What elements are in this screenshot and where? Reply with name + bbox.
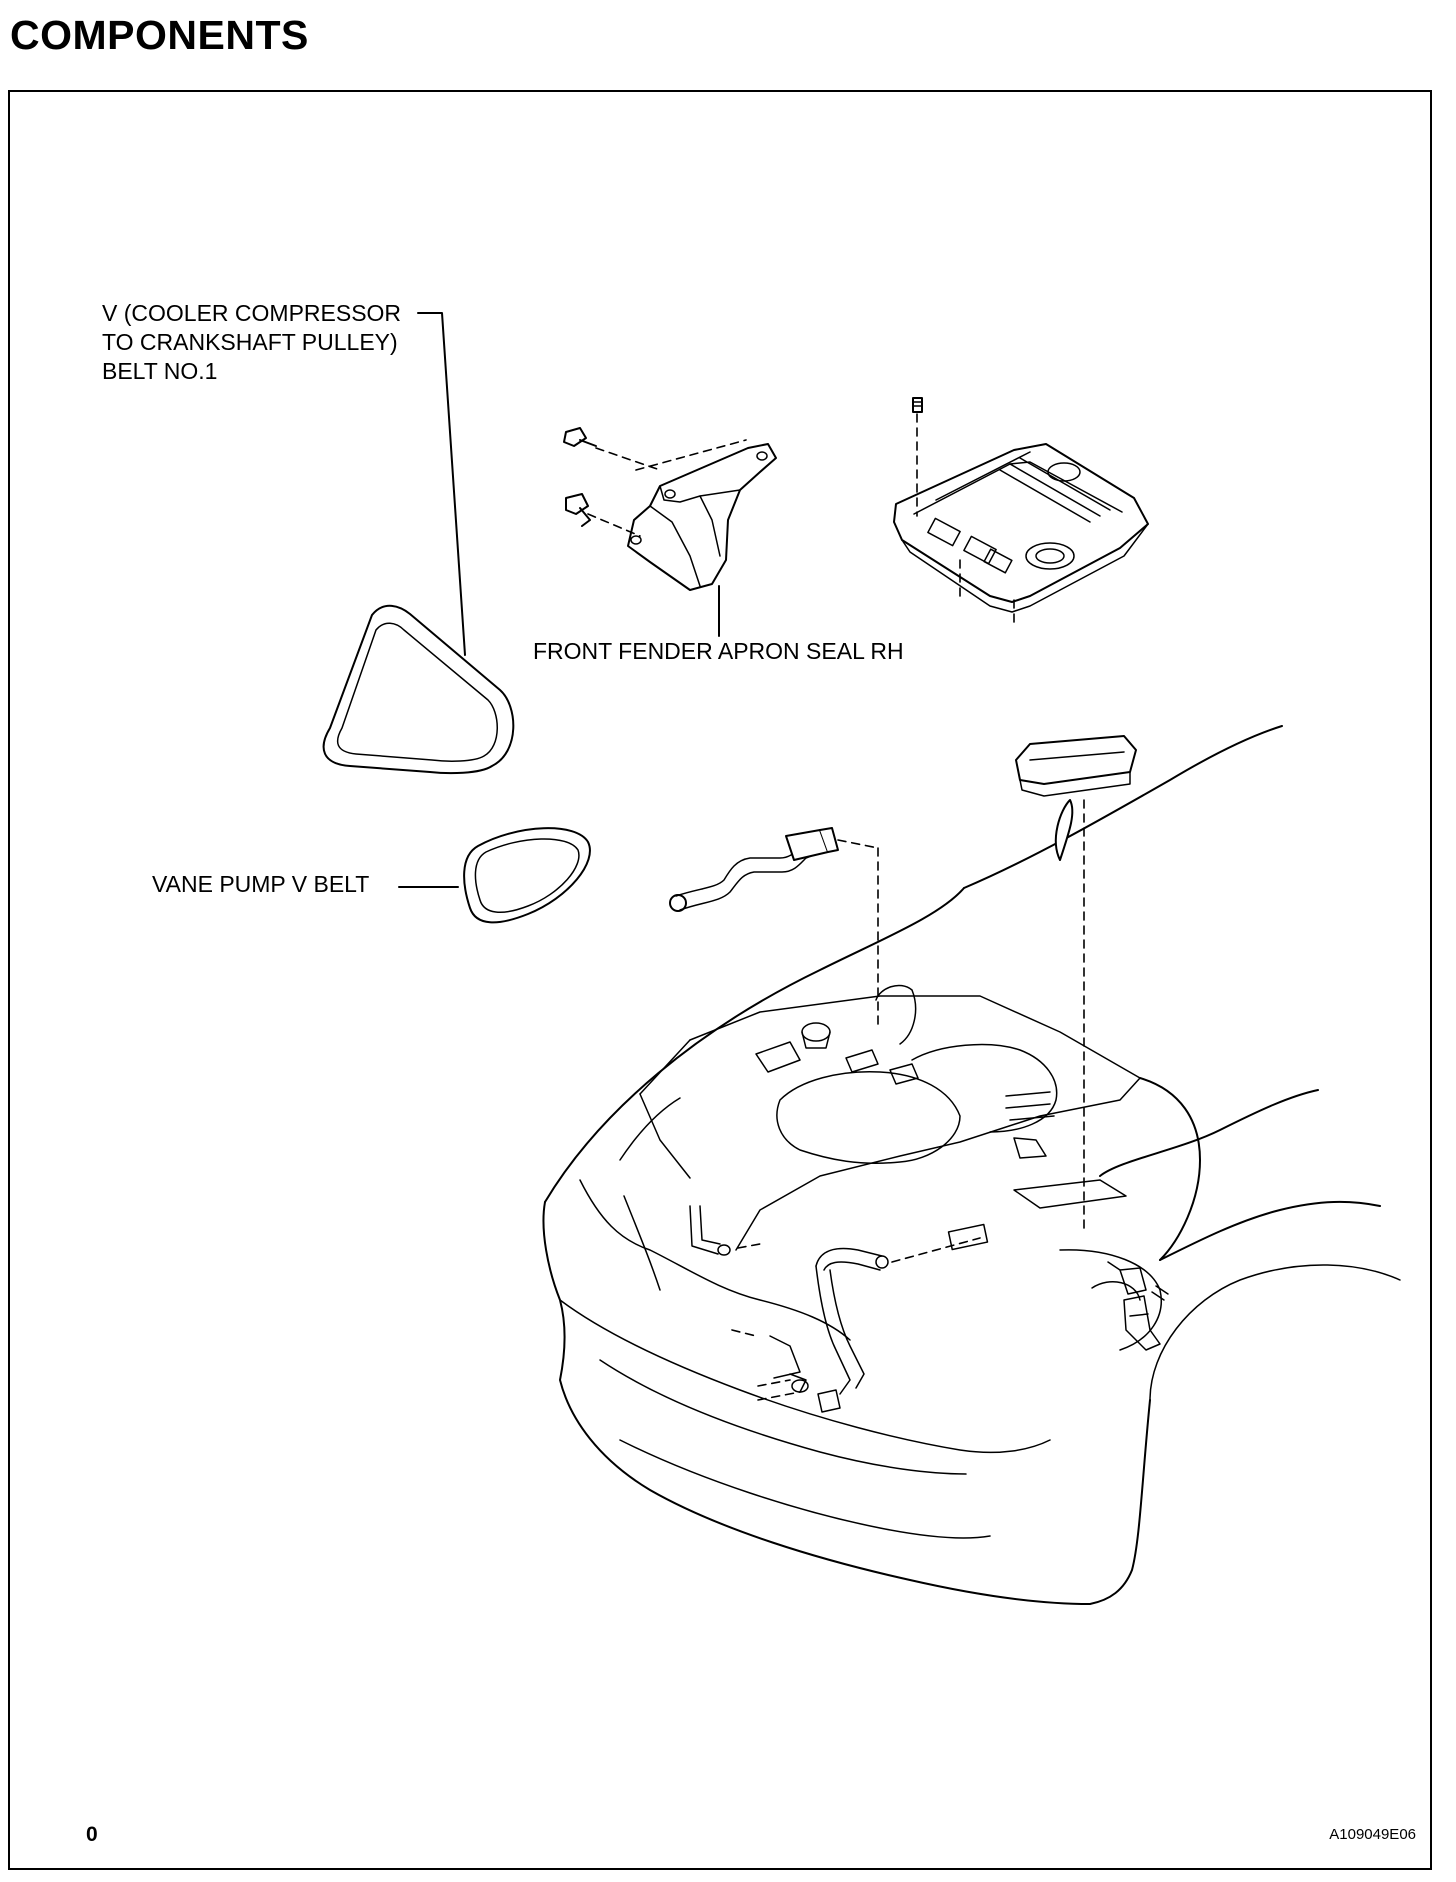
callout-cooler-belt: V (COOLER COMPRESSOR TO CRANKSHAFT PULLE… — [102, 300, 402, 384]
callout-vane-belt: VANE PUMP V BELT — [152, 871, 370, 897]
oval-belt-icon — [463, 827, 591, 924]
leader-lines — [398, 312, 720, 888]
bolt-icon — [563, 427, 597, 527]
leader-cooler-belt — [417, 312, 466, 656]
cover-dash-lines — [959, 559, 1015, 623]
page-title: COMPONENTS — [10, 12, 309, 58]
relay-block-icon — [1015, 735, 1137, 1233]
callout-apron-seal: FRONT FENDER APRON SEAL RH — [533, 638, 904, 664]
triangular-belt-icon — [322, 604, 515, 775]
hose-icon — [669, 827, 879, 1031]
diagram-frame — [8, 90, 1432, 1870]
figure-code: A109049E06 — [1329, 1826, 1416, 1843]
page-number: 0 — [86, 1823, 98, 1846]
vehicle-front-icon — [542, 725, 1401, 1605]
apron-seal-icon — [627, 443, 777, 591]
engine-cover-icon — [893, 443, 1149, 613]
apron-dash-lines — [587, 439, 747, 537]
clip-icon — [912, 397, 923, 517]
